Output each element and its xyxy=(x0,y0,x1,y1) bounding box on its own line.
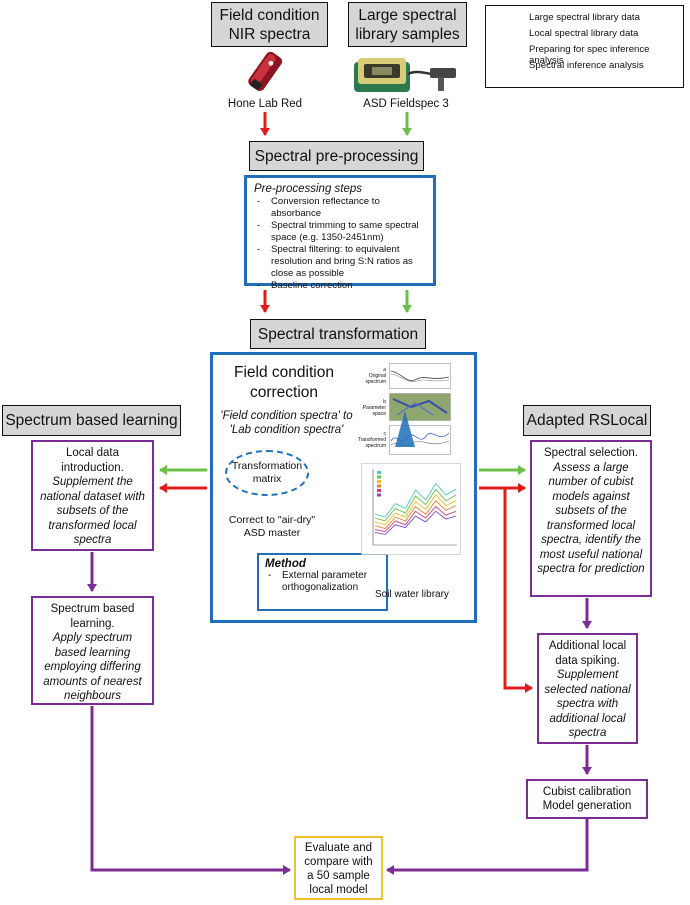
method-item: External parameter orthogonalization xyxy=(265,570,380,594)
cubist-calibration-box: Cubist calibration Model generation xyxy=(526,779,648,819)
thumb-a-caption: a Original spectrum xyxy=(354,367,386,385)
soil-water-library-chart xyxy=(361,463,461,555)
legend-box: Large spectral library data Local spectr… xyxy=(485,5,684,88)
air-dry-line-1: Correct to "air-dry" xyxy=(228,514,316,526)
field-nir-line-1: Field condition xyxy=(219,6,320,24)
arrow-purple-to-evaluate-right xyxy=(386,819,589,875)
thumb-c-letter: c xyxy=(383,431,387,437)
transformation-box: Field condition correction 'Field condit… xyxy=(210,352,477,623)
asd-fieldspec-label: ASD Fieldspec 3 xyxy=(363,98,449,110)
chart-legend-swatch xyxy=(377,493,381,497)
correction-heading-line-1: Field condition xyxy=(234,364,334,381)
evaluate-line-2: compare with xyxy=(304,856,373,868)
method-list: External parameter orthogonalization xyxy=(265,570,380,594)
thumb-a-text: Original spectrum xyxy=(365,373,386,385)
subtitle-line-2: 'Lab condition spectra' xyxy=(229,424,344,436)
chart-legend xyxy=(377,471,381,497)
spectrum-learning-name: Spectrum based learning. xyxy=(50,603,135,630)
preprocessing-step: Spectral filtering: to equivalent resolu… xyxy=(254,244,426,280)
evaluate-line-1: Evaluate and xyxy=(304,842,373,854)
chart-series-line xyxy=(374,505,457,532)
hone-lab-red-label: Hone Lab Red xyxy=(227,98,303,110)
thumb-a-letter: a xyxy=(383,367,386,373)
evaluate-line-3: a 50 sample xyxy=(307,870,370,882)
field-nir-spectra-box: Field condition NIR spectra xyxy=(211,2,328,47)
chart-series-line xyxy=(374,482,457,518)
spectral-selection-desc: Assess a large number of cubist models a… xyxy=(537,461,645,576)
thumbnail-pointer-icon xyxy=(395,411,415,447)
correction-heading-line-2: correction xyxy=(249,384,319,401)
cubist-line-1: Cubist calibration xyxy=(542,785,632,798)
library-line-1: Large spectral xyxy=(358,6,457,24)
thumb-b-letter: b xyxy=(383,399,386,405)
adapted-rslocal-title: Adapted RSLocal xyxy=(523,405,651,436)
field-nir-line-2: NIR spectra xyxy=(228,25,311,43)
evaluate-line-4: local model xyxy=(309,884,368,896)
spectrum-learning-box: Spectrum based learning. Apply spectrum … xyxy=(31,596,154,705)
spectral-selection-box: Spectral selection. Assess a large numbe… xyxy=(530,440,652,597)
legend-label-large-library: Large spectral library data xyxy=(529,12,640,23)
asd-fieldspec-device-icon xyxy=(354,58,456,92)
chart-legend-swatch xyxy=(377,489,381,492)
cubist-line-2: Model generation xyxy=(542,800,632,812)
method-title: Method xyxy=(265,558,306,570)
chart-series-line xyxy=(374,494,457,526)
local-intro-name: Local data introduction. xyxy=(61,447,124,474)
spectral-preprocessing-title: Spectral pre-processing xyxy=(249,141,424,171)
local-data-introduction-box: Local data introduction. Supplement the … xyxy=(31,440,154,551)
subtitle-line-1: 'Field condition spectra' to xyxy=(220,410,353,422)
spectral-selection-name: Spectral selection. xyxy=(544,447,638,459)
legend-label-inference: Spectral inference analysis xyxy=(529,60,644,71)
local-data-spiking-box: Additional local data spiking. Supplemen… xyxy=(537,633,638,744)
air-dry-correction-text: Correct to "air-dry" ASD master xyxy=(227,514,317,540)
arrow-red-to-spiking xyxy=(503,488,533,693)
preprocessing-steps-list: Conversion reflectance to absorbance Spe… xyxy=(254,196,426,292)
chart-series-line xyxy=(374,500,457,530)
chart-legend-swatch xyxy=(377,480,381,483)
hone-lab-red-device-icon xyxy=(248,51,283,92)
spectrum-based-learning-title: Spectrum based learning xyxy=(2,405,181,436)
thumb-c-text: Transformed spectrum xyxy=(357,437,386,449)
soil-water-library-label: Soil water library xyxy=(375,589,449,600)
preprocessing-steps-box: Pre-processing steps Conversion reflecta… xyxy=(244,175,436,292)
matrix-line-1: Transformation xyxy=(231,460,303,472)
legend-label-local-library: Local spectral library data xyxy=(529,28,639,39)
chart-series-line xyxy=(374,510,457,535)
original-spectrum-thumbnail xyxy=(389,363,451,389)
chart-legend-swatch xyxy=(377,484,381,488)
chart-series-group xyxy=(374,482,457,535)
evaluate-compare-box: Evaluate and compare with a 50 sample lo… xyxy=(294,836,383,900)
preprocessing-step: Conversion reflectance to absorbance xyxy=(254,196,426,220)
method-box: Method External parameter orthogonalizat… xyxy=(257,553,388,611)
preprocessing-step: Spectral trimming to same spectral space… xyxy=(254,220,426,244)
legend-label-preparing: Preparing for spec inference analysis xyxy=(529,44,650,66)
spectral-transformation-title: Spectral transformation xyxy=(250,319,426,349)
field-condition-correction-heading: Field condition correction xyxy=(219,363,349,403)
thumb-b-caption: b Parameter space xyxy=(354,399,386,417)
spiking-desc: Supplement selected national spectra wit… xyxy=(544,669,631,739)
field-to-lab-subtitle: 'Field condition spectra' to 'Lab condit… xyxy=(219,409,354,437)
local-intro-desc: Supplement the national dataset with sub… xyxy=(40,476,145,546)
thumb-c-caption: c Transformed spectrum xyxy=(354,431,386,449)
preprocessing-steps-heading: Pre-processing steps xyxy=(254,183,363,195)
chart-legend-swatch xyxy=(377,471,381,474)
chart-series-line xyxy=(374,488,457,522)
chart-legend-swatch xyxy=(377,475,381,479)
air-dry-line-2: ASD master xyxy=(243,527,301,539)
spiking-name: Additional local data spiking. xyxy=(548,640,627,667)
matrix-line-2: matrix xyxy=(252,473,282,485)
thumb-b-text: Parameter space xyxy=(362,405,386,417)
spectrum-learning-desc: Apply spectrum based learning employing … xyxy=(43,632,142,702)
arrow-purple-to-evaluate-left xyxy=(90,706,291,875)
library-samples-box: Large spectral library samples xyxy=(348,2,467,47)
preprocessing-step: Baseline correction xyxy=(254,280,426,292)
library-line-2: library samples xyxy=(355,25,460,43)
parameter-space-thumbnail xyxy=(389,393,451,421)
transformation-matrix-ellipse: Transformation matrix xyxy=(225,450,309,496)
